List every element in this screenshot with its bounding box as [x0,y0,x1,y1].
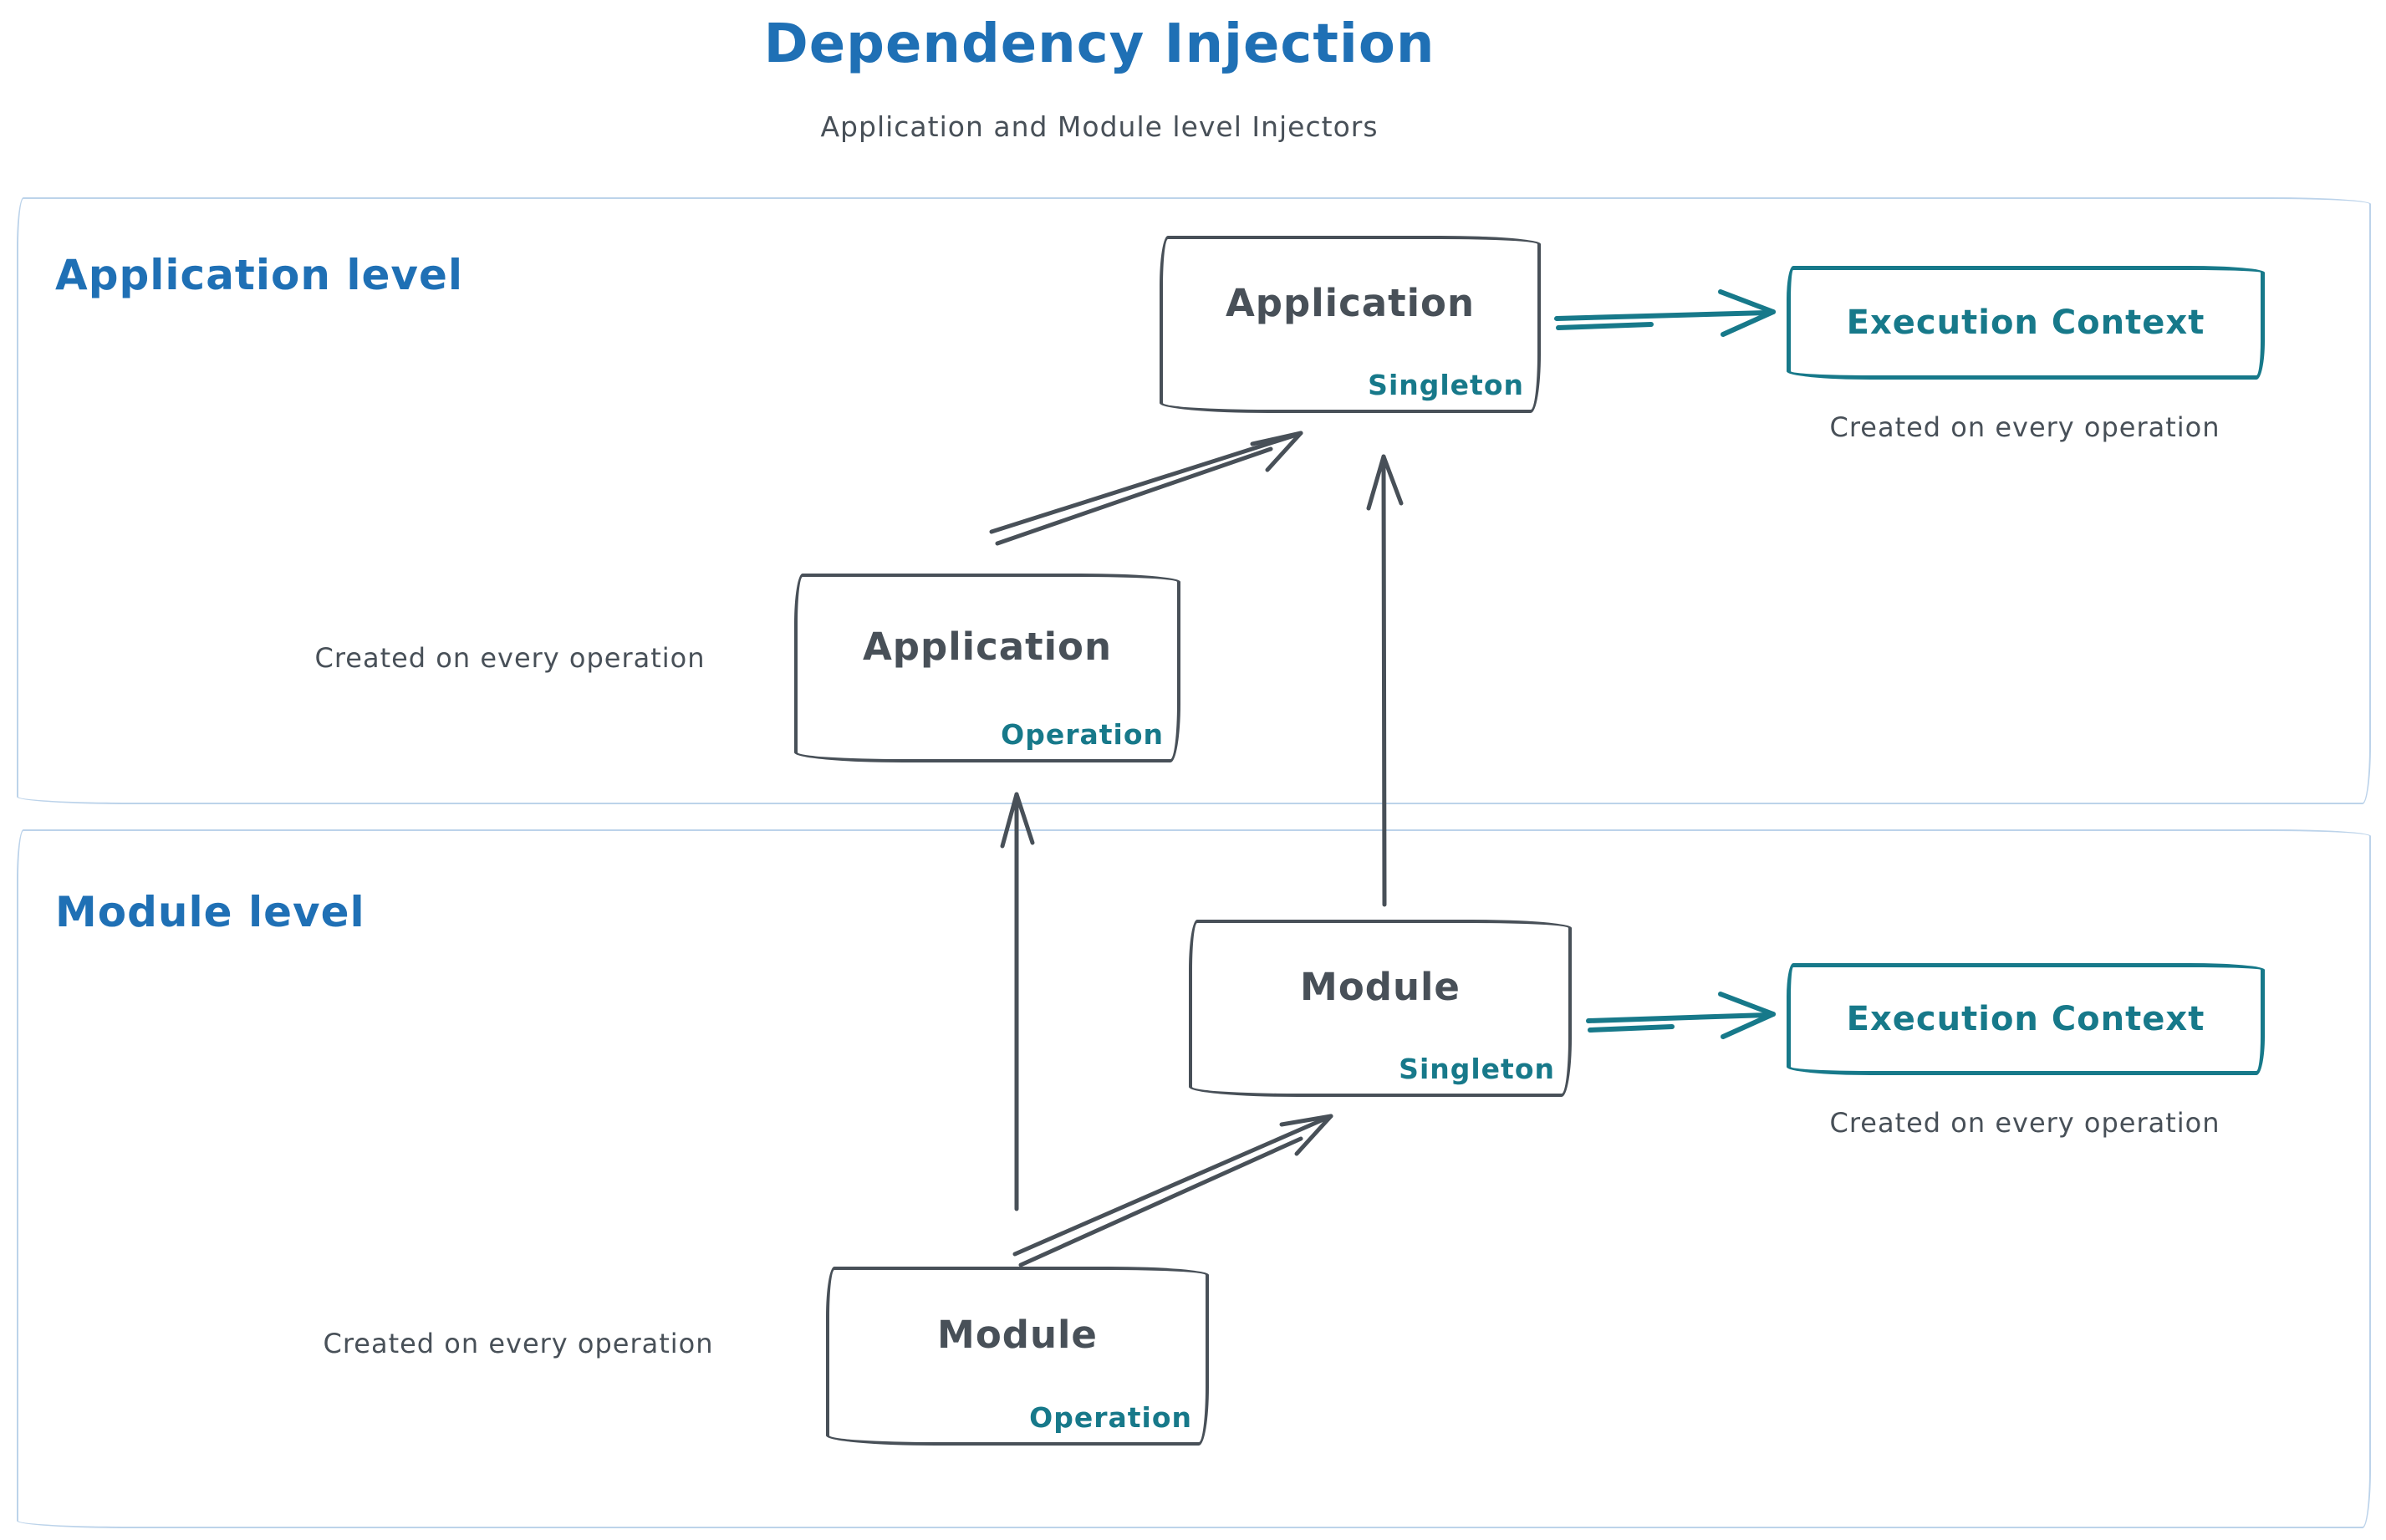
application-singleton-name: Application [1225,280,1476,325]
module-operation-box: Module Operation [826,1267,1209,1446]
application-singleton-box: Application Singleton [1160,236,1541,413]
module-operation-caption: Created on every operation [323,1328,714,1359]
application-operation-name: Application [862,624,1113,669]
module-operation-variant: Operation [1029,1401,1192,1434]
application-level-container [17,197,2371,804]
application-operation-variant: Operation [1001,718,1164,751]
application-execution-context-box: Execution Context [1787,266,2265,380]
module-execution-context-box: Execution Context [1787,963,2265,1075]
application-execution-context-label: Execution Context [1846,303,2205,342]
application-operation-caption: Created on every operation [314,642,706,674]
module-level-label: Module level [55,888,365,936]
diagram-title: Dependency Injection [763,13,1435,75]
module-singleton-box: Module Singleton [1189,920,1572,1097]
module-operation-name: Module [937,1312,1098,1357]
diagram-subtitle: Application and Module level Injectors [820,110,1379,143]
application-execution-context-caption: Created on every operation [1829,411,2220,443]
application-operation-box: Application Operation [794,574,1180,762]
module-execution-context-caption: Created on every operation [1829,1107,2220,1139]
application-level-label: Application level [55,251,464,299]
module-level-container [17,829,2371,1528]
module-execution-context-label: Execution Context [1846,1000,2205,1038]
application-singleton-variant: Singleton [1368,369,1524,401]
module-singleton-variant: Singleton [1399,1053,1555,1085]
module-singleton-name: Module [1300,964,1461,1009]
